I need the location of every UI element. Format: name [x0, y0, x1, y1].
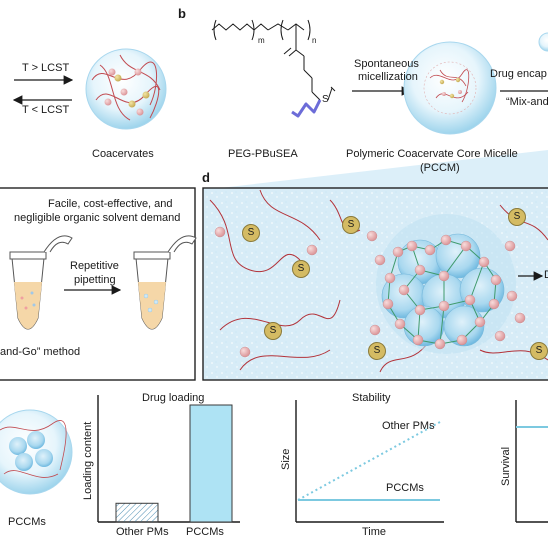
sulfur-bead: S: [530, 342, 548, 360]
sulfur-bead: S: [292, 260, 310, 278]
mix-and-label: “Mix-and: [506, 96, 548, 108]
panel-letter-d: d: [202, 170, 210, 185]
lcst-down-label: T < LCST: [22, 104, 70, 116]
drug-loading-xlabel-0: Other PMs: [116, 526, 169, 538]
stability-xlabel: Time: [362, 526, 387, 538]
pccm-loaded-micelle: [0, 409, 73, 495]
sulfur-bead: S: [242, 224, 260, 242]
box-text-1: Facile, cost-effective, and: [48, 198, 173, 210]
stability-series-label-0: Other PMs: [382, 420, 435, 432]
lcst-arrows: [12, 75, 74, 105]
pccms-label: PCCMs: [8, 516, 46, 528]
drug-loading-title: Drug loading: [142, 392, 205, 404]
survival-axes: [515, 400, 548, 523]
zoom-wedge: [220, 150, 548, 188]
coacervate-core: [214, 214, 526, 358]
line-other-pms: [297, 421, 441, 501]
sulfur-bead: S: [342, 216, 360, 234]
polymer-subscript-m: m: [258, 36, 265, 45]
sulfur-bead: S: [508, 208, 526, 226]
box-text-2: negligible organic solvent demand: [14, 212, 181, 224]
pccm-label-1: Polymeric Coacervate Core Micelle: [346, 148, 518, 160]
bar-pccms: [189, 404, 233, 523]
pipetting-label-1: Repetitive: [70, 260, 119, 272]
micellization-label-1: Spontaneous: [354, 58, 419, 70]
release-arrow-tag: D: [544, 269, 548, 281]
coacervates-label: Coacervates: [92, 148, 154, 160]
partial-sphere: [538, 32, 548, 52]
polymer-subscript-n: n: [312, 36, 317, 45]
survival-ylabel: Survival: [500, 446, 512, 486]
stability-ylabel: Size: [280, 448, 292, 470]
tube-before: [9, 235, 73, 330]
sulfur-bead: S: [264, 322, 282, 340]
method-label: and-Go” method: [0, 346, 81, 358]
micellization-label-2: micellization: [358, 71, 418, 83]
polymer-atom-s: S: [322, 94, 329, 105]
polymer-label: PEG-PBuSEA: [228, 148, 298, 160]
drug-loading-ylabel: Loading content: [82, 421, 94, 500]
pccm-label-2: (PCCM): [420, 162, 460, 174]
tube-after: [133, 235, 197, 330]
lcst-up-label: T > LCST: [22, 62, 70, 74]
bar-other-pms: [115, 502, 159, 523]
pipetting-label-2: pipetting: [74, 274, 116, 286]
drug-encap-label: Drug encap: [490, 68, 547, 80]
pccm-micelle: [403, 41, 497, 135]
drug-loading-xlabel-1: PCCMs: [186, 526, 224, 538]
drug-loading-bars: [115, 404, 233, 523]
stability-axes: [295, 400, 444, 523]
panel-letter-b: b: [178, 6, 186, 21]
stability-lines: [297, 421, 441, 501]
stability-series-label-1: PCCMs: [386, 482, 424, 494]
peg-pbusea-structure: [211, 19, 336, 118]
coacervate-sphere: [85, 48, 167, 130]
sulfur-bead: S: [368, 342, 386, 360]
stability-title: Stability: [352, 392, 391, 404]
